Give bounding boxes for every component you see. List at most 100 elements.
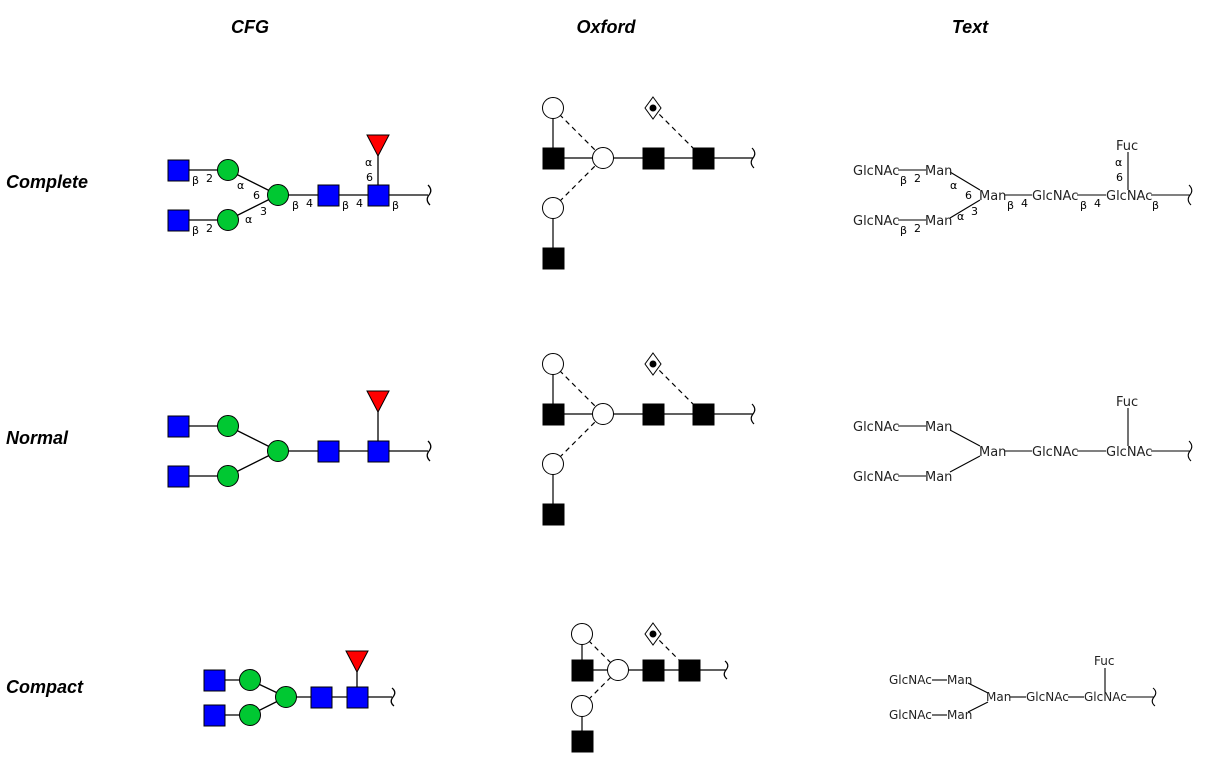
residue-label: Man [947,708,972,722]
glcnac-square [367,440,390,463]
column-header-oxford: Oxford [576,17,636,37]
row-header-complete: Complete [6,172,89,192]
glcnac-square [317,184,340,207]
linkage-label: α [957,210,964,223]
oxford-glcnac-square [542,247,565,270]
oxford-fucose-dot [649,104,657,112]
linkage-label: 3 [260,205,267,218]
residue-label: Man [979,189,1006,204]
oxford-mannose-circle [542,97,564,119]
residue-label: Man [986,690,1011,704]
glcnac-square [203,704,226,727]
residue-label: GlcNAc [889,673,932,687]
glcnac-square [367,184,390,207]
residue-label: GlcNAc [853,214,899,229]
mannose-circle [217,415,239,437]
oxford-normal-glycan [552,363,756,514]
residue-label: Man [925,420,952,435]
oxford-glcnac-square [642,147,665,170]
linkage-label: β [192,174,199,187]
oxford-glcnac-square [642,659,665,682]
linkage-label: β [192,224,199,237]
linkage-label: 2 [206,222,213,235]
mannose-circle [275,686,297,708]
residue-label: Man [947,673,972,687]
oxford-glcnac-square [678,659,701,682]
row-header-compact: Compact [6,677,84,697]
glcnac-square [317,440,340,463]
linkage-label: β [900,174,907,187]
linkage-label: β [342,199,349,212]
oxford-glcnac-square [542,147,565,170]
oxford-mannose-circle [542,353,564,375]
oxford-mannose-circle [542,197,564,219]
residue-label: Fuc [1094,654,1114,668]
glcnac-square [203,669,226,692]
text-complete-glycan: GlcNAc Man GlcNAc Man Man GlcNAc GlcNAc … [853,139,1193,237]
oxford-complete-glycan [552,107,756,258]
linkage-label: 6 [1116,171,1123,184]
residue-label: Man [925,164,952,179]
mannose-circle [217,159,239,181]
linkage-label: 4 [356,197,363,210]
linkage-label: β [292,199,299,212]
linkage-label: 6 [253,189,260,202]
linkage-label: β [1152,199,1159,212]
residue-label: Man [979,445,1006,460]
fucose-triangle [366,390,390,414]
glcnac-square [167,465,190,488]
residue-label: GlcNAc [889,708,932,722]
column-header-cfg: CFG [231,17,269,37]
oxford-mannose-circle [607,659,629,681]
residue-label: GlcNAc [1084,690,1127,704]
linkage-label: 6 [965,189,972,202]
linkage-label: β [900,224,907,237]
linkage-label: α [237,179,244,192]
oxford-mannose-circle [542,453,564,475]
residue-label: Fuc [1116,395,1138,410]
oxford-compact-glycan [581,633,729,742]
linkage-label: 4 [1021,197,1028,210]
linkage-label: 3 [971,205,978,218]
linkage-label: 4 [306,197,313,210]
mannose-circle [217,465,239,487]
linkage-label: α [365,156,372,169]
linkage-label: α [1115,156,1122,169]
oxford-glcnac-square [692,403,715,426]
linkage-label: 2 [914,172,921,185]
fucose-triangle [366,134,390,158]
residue-label: GlcNAc [1032,445,1078,460]
text-compact-glycan: GlcNAc Man GlcNAc Man Man GlcNAc GlcNAc … [889,654,1157,722]
glcnac-square [167,415,190,438]
mannose-circle [267,184,289,206]
linkage-label: β [1080,199,1087,212]
glcnac-square [167,209,190,232]
oxford-fucose-dot [649,630,657,638]
mannose-circle [217,209,239,231]
linkage-label: β [392,199,399,212]
column-header-text: Text [951,17,989,37]
residue-label: GlcNAc [1026,690,1069,704]
linkage-label: 2 [206,172,213,185]
mannose-circle [239,704,261,726]
row-header-normal: Normal [6,428,69,448]
cfg-normal-glycan [178,402,432,477]
linkage-label: 6 [366,171,373,184]
oxford-glcnac-square [642,403,665,426]
glcnac-square [346,686,369,709]
glcnac-square [310,686,333,709]
linkage-label: α [950,179,957,192]
residue-label: GlcNAc [853,420,899,435]
linkage-label: 2 [914,222,921,235]
oxford-glcnac-square [571,659,594,682]
oxford-glcnac-square [571,730,594,753]
residue-label: GlcNAc [853,470,899,485]
oxford-mannose-circle [592,403,614,425]
residue-label: GlcNAc [1106,445,1152,460]
oxford-glcnac-square [542,403,565,426]
oxford-glcnac-square [542,503,565,526]
linkage-label: β [1007,199,1014,212]
residue-label: Man [925,470,952,485]
fucose-triangle [345,650,369,674]
